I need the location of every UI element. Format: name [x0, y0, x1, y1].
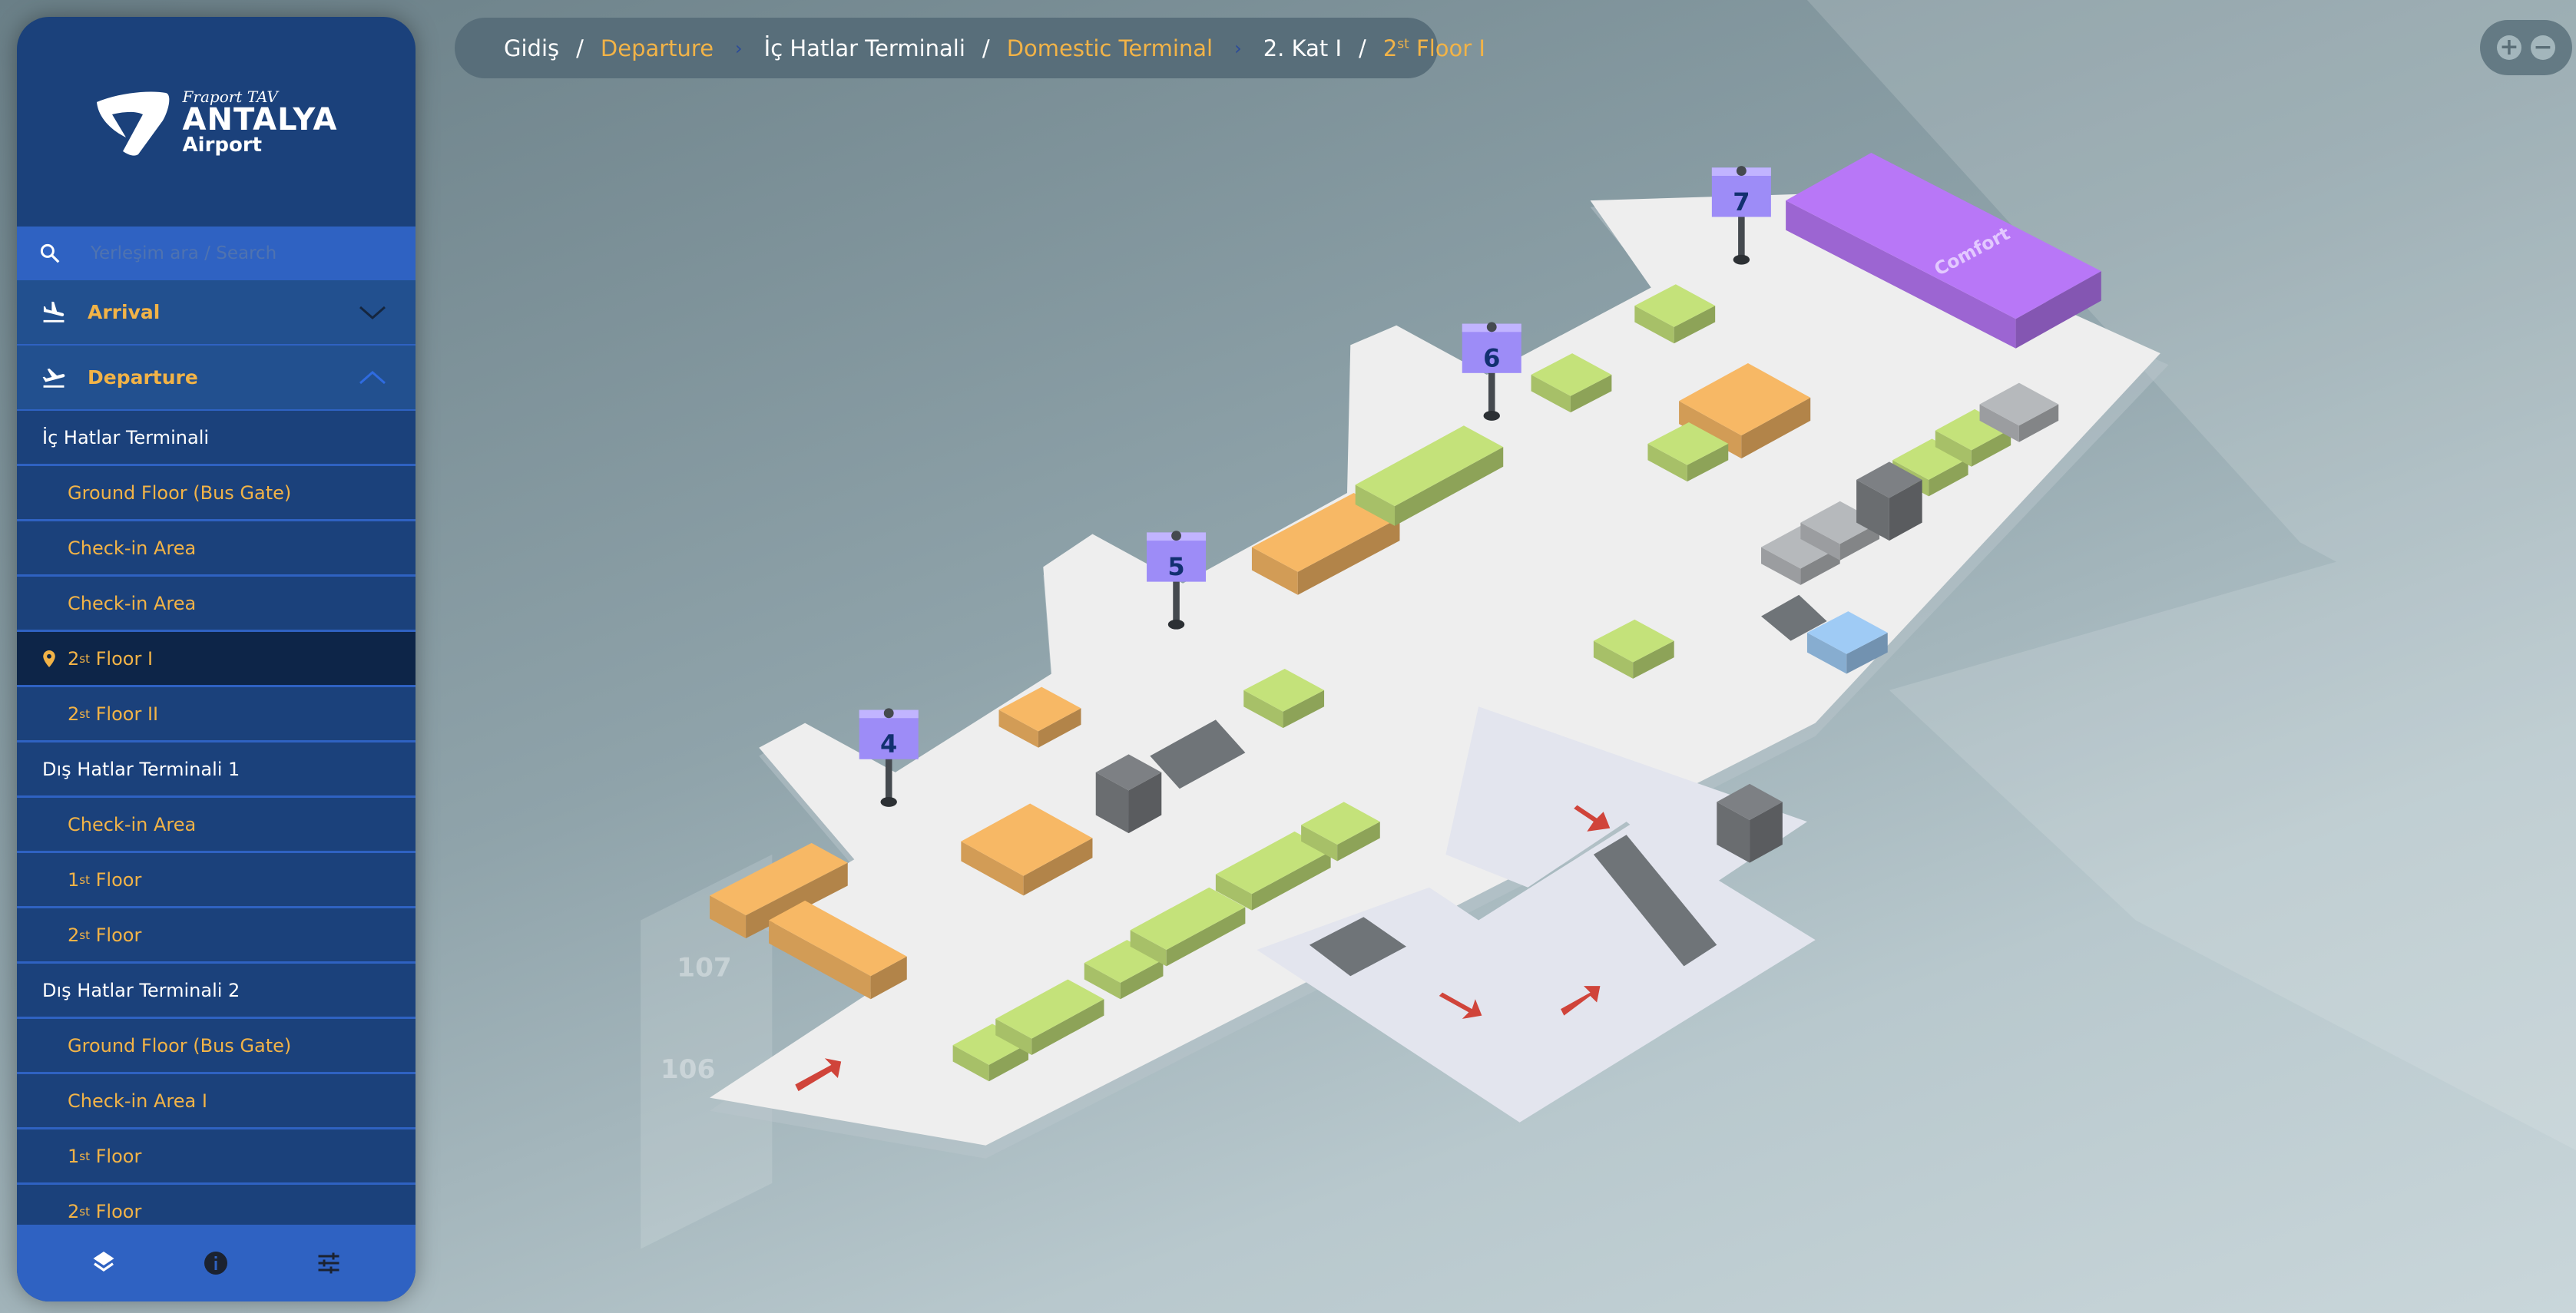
elevator[interactable]	[1717, 783, 1783, 863]
escalator-icon	[1150, 719, 1246, 789]
chevron-up-icon[interactable]	[359, 370, 386, 385]
zoom-in-button[interactable]: +	[2497, 35, 2521, 60]
floor-list-item[interactable]: Check-in Area I	[17, 1074, 416, 1129]
terminal-header[interactable]: Dış Hatlar Terminali 1	[17, 742, 416, 798]
escalator-icon	[1309, 917, 1407, 977]
arrival-label: Arrival	[88, 301, 161, 323]
breadcrumb-slash: /	[982, 35, 990, 61]
terminal-header[interactable]: İç Hatlar Terminali	[17, 411, 416, 466]
breadcrumb-chevron-icon: ›	[735, 37, 743, 59]
direction-arrow	[795, 1058, 842, 1092]
accordion-departure[interactable]: Departure	[17, 346, 416, 411]
food-area[interactable]	[769, 900, 907, 1000]
search-icon	[40, 243, 60, 263]
gate-sign-4[interactable]: 4	[859, 708, 919, 807]
svg-text:6: 6	[1483, 343, 1500, 372]
gate-sign-6[interactable]: 6	[1462, 322, 1521, 421]
logo-mark-icon	[96, 91, 169, 156]
food-area[interactable]	[1251, 493, 1400, 595]
breadcrumb-slash: /	[1359, 35, 1366, 61]
plane-takeoff-icon	[42, 368, 65, 388]
shop-area[interactable]	[1634, 284, 1716, 344]
shop-area[interactable]	[1215, 831, 1331, 911]
shop-area[interactable]	[1355, 425, 1504, 526]
breadcrumb-chevron-icon: ›	[1234, 37, 1242, 59]
service-area[interactable]	[1979, 382, 2059, 442]
shop-area[interactable]	[1243, 669, 1325, 729]
shop-area[interactable]	[1593, 619, 1674, 679]
search-bar	[17, 227, 416, 280]
chevron-down-icon[interactable]	[359, 305, 386, 320]
gate-sign-7[interactable]: 7	[1711, 166, 1771, 265]
elevator[interactable]	[1095, 754, 1162, 834]
gate-sign-5[interactable]: 5	[1147, 531, 1207, 630]
logo-airport: Airport	[182, 133, 263, 157]
shop-area[interactable]	[1130, 887, 1246, 967]
zoom-out-button[interactable]: −	[2531, 35, 2555, 60]
floor-list-item[interactable]: Check-in Area	[17, 577, 416, 632]
breadcrumb-level3-tr[interactable]: 2. Kat I	[1263, 35, 1343, 61]
breadcrumb: Gidiş / Departure › İç Hatlar Terminali …	[455, 18, 1485, 78]
shop-area[interactable]	[1531, 353, 1612, 413]
shop-area[interactable]	[995, 979, 1104, 1055]
plane-landing-icon	[43, 301, 65, 322]
location-pin-icon	[43, 650, 55, 667]
bottom-toolbar	[17, 1225, 416, 1301]
escalator-icon	[1761, 594, 1827, 641]
svg-text:5: 5	[1167, 552, 1184, 581]
shop-area[interactable]	[1301, 802, 1380, 862]
breadcrumb-level2-en[interactable]: Domestic Terminal	[1006, 35, 1214, 61]
food-area[interactable]	[961, 803, 1093, 896]
lounge-comfort[interactable]	[1786, 153, 2101, 349]
breadcrumb-level1-tr[interactable]: Gidiş	[504, 35, 560, 61]
logo-antalya: ANTALYA	[182, 101, 338, 137]
sidebar: Fraport TAV ANTALYA Airport Arrival Depa…	[17, 17, 416, 1301]
breadcrumb-level2-tr[interactable]: İç Hatlar Terminali	[763, 35, 965, 61]
direction-arrow	[1574, 805, 1611, 832]
escalator-icon	[1593, 835, 1717, 967]
logo-fraport: Fraport TAV	[182, 87, 278, 106]
shop-area[interactable]	[1647, 422, 1729, 482]
layers-icon[interactable]	[90, 1249, 118, 1277]
svg-text:7: 7	[1733, 187, 1750, 217]
airport-logo: Fraport TAV ANTALYA Airport	[17, 17, 416, 227]
departure-label: Departure	[88, 366, 198, 389]
floor-list-item[interactable]: Ground Floor (Bus Gate)	[17, 1019, 416, 1074]
accordion-arrival[interactable]: Arrival	[17, 280, 416, 346]
breadcrumb-slash: /	[576, 35, 584, 61]
restroom-block[interactable]	[1806, 611, 1888, 674]
service-area[interactable]	[1800, 501, 1880, 561]
floor-list-item[interactable]: Check-in Area	[17, 798, 416, 853]
bg-label-106: 106	[661, 1054, 715, 1085]
direction-arrow	[1561, 986, 1601, 1016]
bg-label-107: 107	[677, 952, 731, 983]
breadcrumb-level3-en[interactable]: 2st Floor I	[1382, 35, 1485, 61]
zoom-control: + −	[2480, 20, 2572, 75]
info-icon[interactable]	[202, 1249, 230, 1277]
floor-list-item[interactable]: Check-in Area	[17, 521, 416, 577]
breadcrumb-level1-en[interactable]: Departure	[600, 35, 714, 61]
sliders-icon[interactable]	[315, 1249, 343, 1277]
food-area[interactable]	[998, 686, 1081, 748]
svg-text:4: 4	[880, 729, 897, 759]
floor-list-item[interactable]: Ground Floor (Bus Gate)	[17, 466, 416, 521]
search-input[interactable]	[91, 243, 398, 263]
direction-arrow	[1439, 992, 1482, 1019]
terminal-header[interactable]: Dış Hatlar Terminali 2	[17, 964, 416, 1019]
